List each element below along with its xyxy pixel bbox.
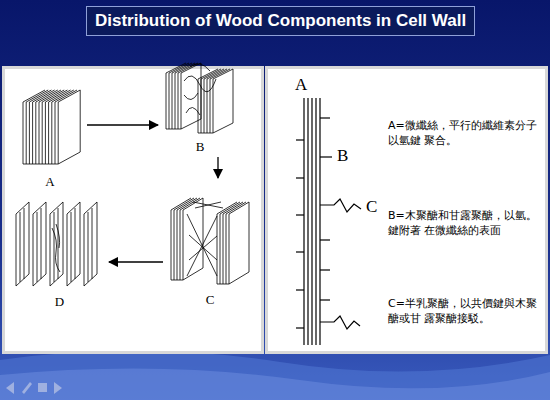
cell-wall-stack: B [160, 55, 240, 155]
process-arrow [217, 157, 218, 178]
cell-wall-stack: D [12, 188, 107, 310]
nav-icons [6, 382, 62, 394]
explanation-note: B=木聚醣和甘露聚醣，以氫。鍵附著 在微纖絲的表面 [388, 208, 542, 238]
cell-wall-stack: A [15, 80, 85, 190]
explanation-note: A=微纖絲，平行的纖維素分子以氫鍵 聚合。 [388, 118, 542, 148]
process-arrow [109, 261, 163, 262]
lamella-illustration [165, 180, 255, 308]
fiber-letter: B [336, 147, 349, 165]
cell-wall-stack: C [165, 180, 255, 308]
stage-letter: D [53, 294, 66, 310]
stage-letter: B [194, 139, 207, 155]
explanation-note: C=半乳聚醣，以共價鍵與木聚醣或甘 露聚醣接駁。 [388, 296, 542, 326]
right-panel [268, 69, 545, 351]
wave [0, 369, 550, 400]
stage-letter: C [204, 292, 217, 308]
left-panel [5, 69, 261, 351]
process-arrow [87, 124, 158, 125]
stage-letter: A [43, 174, 56, 190]
fiber-letter: A [294, 76, 308, 94]
fiber-drawing [296, 98, 361, 345]
wave [0, 350, 550, 400]
slide-title: Distribution of Wood Components in Cell … [86, 6, 475, 36]
panel-frame [265, 66, 548, 354]
lamella-illustration [12, 188, 107, 310]
panel-frame [2, 66, 264, 354]
fiber-letter: C [365, 198, 378, 216]
